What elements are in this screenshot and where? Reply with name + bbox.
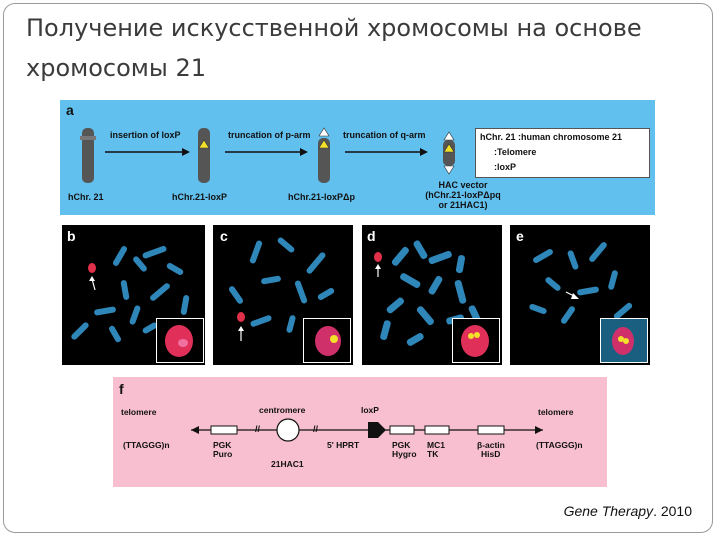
legend-title: hChr. 21 :human chromosome 21 xyxy=(480,132,623,142)
loxp-marker xyxy=(443,143,455,153)
centromere-label: centromere xyxy=(259,405,306,415)
panel-a: a insertion of loxP truncation of p-arm … xyxy=(60,100,655,215)
telomere-left-label: telomere xyxy=(121,407,157,417)
metaphase-spread-e xyxy=(529,242,633,324)
hac-name-label: 21HAC1 xyxy=(271,459,304,469)
gene-actin-hisd-line2: HisD xyxy=(481,449,501,459)
telomere-marker xyxy=(443,165,455,175)
photo-e-inset xyxy=(600,318,648,363)
photo-e-label: e xyxy=(516,228,524,244)
photo-c-inset xyxy=(303,318,351,363)
gene-actin-hisd-line1: β-actin xyxy=(477,440,505,450)
panel-a-graphic xyxy=(80,127,491,183)
metaphase-spread-b xyxy=(71,245,190,343)
chromosome-loxp xyxy=(198,128,210,183)
gene-mc1-tk-box xyxy=(424,425,450,435)
loxp-arrow xyxy=(378,422,386,438)
photo-panel-d: d xyxy=(362,225,502,365)
photo-panel-b: b xyxy=(62,225,205,365)
chromosome-hchr21 xyxy=(82,128,94,183)
loxp-marker xyxy=(198,139,210,149)
chromosome-loxp-dp xyxy=(318,138,330,183)
stage-hchr21-label: hChr. 21 xyxy=(68,192,104,202)
photo-panel-e: e xyxy=(510,225,650,365)
telomere-right-label: telomere xyxy=(538,407,574,417)
hac-vector-name: (hChr.21-loxPΔpq xyxy=(425,190,501,200)
gene-pgk-puro-box xyxy=(210,425,238,435)
gene-pgk-puro-line2: Puro xyxy=(213,449,233,459)
gene-pgk-puro-line1: PGK xyxy=(213,440,232,450)
step-p-arm-label: truncation of p-arm xyxy=(228,130,311,140)
citation-separator: . xyxy=(653,503,661,519)
break-mark-right: // xyxy=(313,424,319,434)
gene-pgk-hygro-line2: Hygro xyxy=(392,449,417,459)
loxp-site xyxy=(368,422,378,438)
photo-b-label: b xyxy=(67,228,76,244)
break-mark-left: // xyxy=(255,424,261,434)
slide-frame xyxy=(3,3,713,533)
loxp-marker xyxy=(318,139,330,149)
right-telomere-arrowhead xyxy=(535,426,543,434)
left-telomere-arrowhead xyxy=(191,426,199,434)
photo-d-label: d xyxy=(367,228,376,244)
step-insertion-label: insertion of loxP xyxy=(110,130,181,140)
telomere-marker xyxy=(318,127,330,137)
hac-vector-chromosome xyxy=(443,140,455,166)
legend-box xyxy=(475,128,650,178)
step-q-arm-label: truncation of q-arm xyxy=(343,130,426,140)
photo-d-inset xyxy=(452,318,500,363)
gene-pgk-hygro-box xyxy=(389,425,415,435)
arrow-head xyxy=(420,148,428,156)
hprt-label: 5' HPRT xyxy=(327,440,360,450)
right-end-repeat: (TTAGGG)n xyxy=(536,440,583,450)
metaphase-spread-d xyxy=(374,240,483,346)
legend-loxp-label: :loxP xyxy=(494,162,517,172)
photo-panel-c: c xyxy=(213,225,353,365)
gene-pgk-hygro-line1: PGK xyxy=(392,440,411,450)
hac-construct-map xyxy=(191,418,543,442)
hac-vector-label: HAC vector xyxy=(438,180,488,190)
telomere-marker xyxy=(443,131,455,141)
legend-telomere-label: :Telomere xyxy=(494,147,537,157)
gene-mc1-tk-line2: TK xyxy=(427,449,439,459)
arrow-head xyxy=(300,148,308,156)
citation-year: 2010 xyxy=(660,503,692,519)
panel-f: f // // telomere telomere (TTAGGG)n (TTA… xyxy=(113,377,607,487)
hac-vector-alt-name: or 21HAC1) xyxy=(438,200,488,210)
centromere-circle xyxy=(276,418,300,442)
stage-loxp-dp-label: hChr.21-loxPΔp xyxy=(288,192,355,202)
gene-mc1-tk-line1: MC1 xyxy=(427,440,445,450)
stage-loxp-label: hChr.21-loxP xyxy=(172,192,228,202)
chromosome-band xyxy=(80,136,96,140)
slide-title: Получение искусственной хромосомы на осн… xyxy=(26,14,642,82)
gene-actin-hisd-box xyxy=(477,425,505,435)
panel-a-label: a xyxy=(66,102,74,118)
loxp-label: loxP xyxy=(361,405,379,415)
citation: Gene Therapy. 2010 xyxy=(564,503,692,519)
left-end-repeat: (TTAGGG)n xyxy=(123,440,170,450)
panel-f-label: f xyxy=(119,381,124,397)
arrow-head xyxy=(182,148,190,156)
citation-journal: Gene Therapy xyxy=(563,503,654,519)
photo-c-label: c xyxy=(220,228,228,244)
metaphase-spread-c xyxy=(228,237,335,341)
photo-b-inset xyxy=(156,318,204,363)
